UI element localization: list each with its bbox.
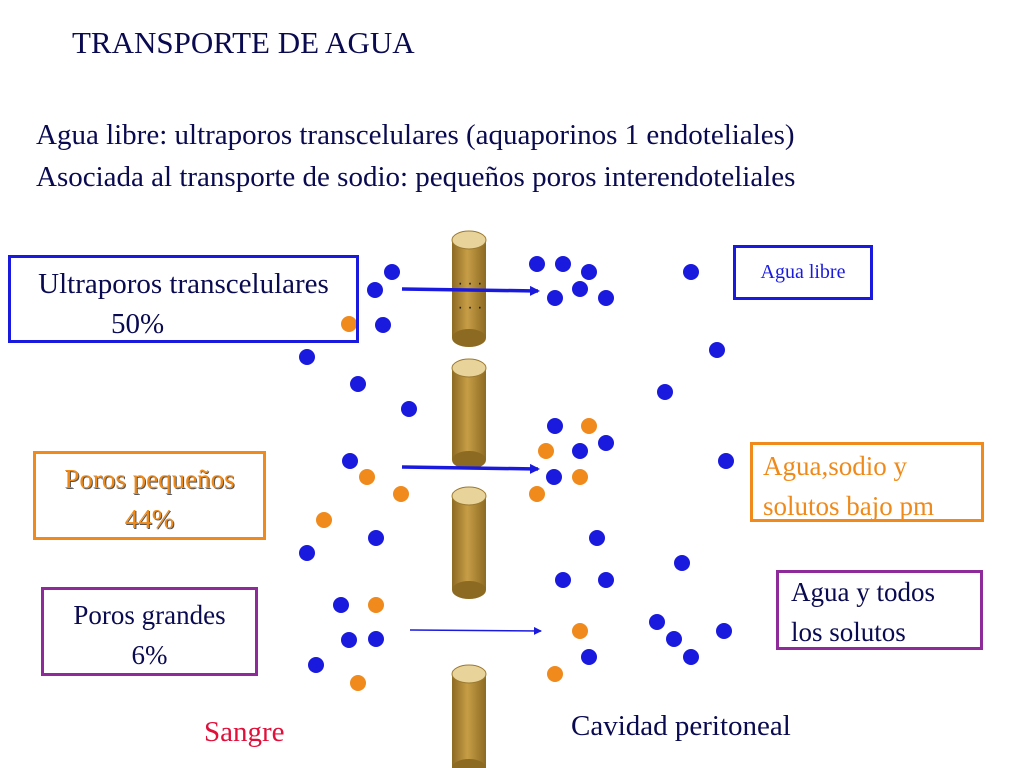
all-solutes-line-2: los solutos [791, 617, 906, 647]
water-molecule [555, 572, 571, 588]
solute-particle [581, 418, 597, 434]
solute-particle [368, 597, 384, 613]
solute-particle [341, 316, 357, 332]
membrane-cylinder [451, 664, 487, 768]
water-molecule [555, 256, 571, 272]
water-molecule [529, 256, 545, 272]
free-water-label: Agua libre [760, 261, 846, 283]
peritoneal-cavity-label: Cavidad peritoneal [571, 710, 791, 742]
solute-particle [529, 486, 545, 502]
all-solutes-line-1: Agua y todos [791, 577, 935, 607]
water-molecule [572, 443, 588, 459]
water-molecule [368, 631, 384, 647]
membrane-cylinder [451, 358, 487, 469]
small-pore-box: Poros pequeños 44% [33, 451, 266, 540]
water-molecule [308, 657, 324, 673]
water-molecule [367, 282, 383, 298]
water-molecule [546, 469, 562, 485]
water-molecule [384, 264, 400, 280]
page-title: TRANSPORTE DE AGUA [72, 25, 415, 60]
solute-particle [572, 623, 588, 639]
water-molecule [299, 349, 315, 365]
water-molecule [683, 649, 699, 665]
blood-label: Sangre [204, 716, 285, 748]
water-molecule [589, 530, 605, 546]
large-pore-label: Poros grandes [73, 600, 226, 630]
sodium-solutes-line-2: solutos bajo pm [763, 491, 935, 521]
water-molecule [547, 290, 563, 306]
water-molecule [598, 435, 614, 451]
small-flow-arrow [401, 463, 540, 474]
solute-particle [316, 512, 332, 528]
water-molecule [657, 384, 673, 400]
large-pore-box: Poros grandes 6% [41, 587, 258, 676]
sodium-solutes-box: Agua,sodio y solutos bajo pm [750, 442, 984, 522]
particles [299, 256, 734, 691]
all-solutes-box: Agua y todos los solutos [776, 570, 983, 650]
water-molecule [709, 342, 725, 358]
water-molecule [649, 614, 665, 630]
solute-particle [572, 469, 588, 485]
ultrapore-label: Ultraporos transcelulares [38, 268, 329, 300]
solute-particle [538, 443, 554, 459]
aquaporin-marks: · · · · · · [458, 275, 483, 316]
large-flow-arrow [409, 626, 542, 635]
water-molecule [547, 418, 563, 434]
membrane-cylinders [451, 230, 487, 768]
solute-particle [547, 666, 563, 682]
description-line-1: Agua libre: ultraporos transcelulares (a… [36, 119, 795, 151]
water-molecule [401, 401, 417, 417]
water-molecule [718, 453, 734, 469]
water-molecule [581, 649, 597, 665]
svg-text:· · ·: · · · [458, 299, 483, 316]
water-molecule [342, 453, 358, 469]
solute-particle [350, 675, 366, 691]
water-molecule [341, 632, 357, 648]
water-molecule [350, 376, 366, 392]
water-molecule [716, 623, 732, 639]
water-molecule [581, 264, 597, 280]
large-pore-percent: 6% [131, 640, 168, 670]
ultra-flow-arrow [401, 285, 540, 296]
ultrapore-box: Ultraporos transcelulares 50% [8, 255, 359, 343]
description-line-2: Asociada al transporte de sodio: pequeño… [36, 161, 796, 193]
water-molecule [598, 572, 614, 588]
water-molecule [299, 545, 315, 561]
water-molecule [683, 264, 699, 280]
water-molecule [375, 317, 391, 333]
water-molecule [674, 555, 690, 571]
svg-text:· · ·: · · · [458, 275, 483, 292]
solute-particle [393, 486, 409, 502]
ultrapore-percent: 50% [111, 308, 165, 340]
free-water-box: Agua libre [733, 245, 873, 300]
water-molecule [598, 290, 614, 306]
water-molecule [572, 281, 588, 297]
solute-particle [359, 469, 375, 485]
sodium-solutes-line-1: Agua,sodio y [763, 451, 907, 481]
membrane-cylinder [451, 486, 487, 599]
water-molecule [333, 597, 349, 613]
water-molecule [368, 530, 384, 546]
small-pore-percent: 44% [124, 504, 175, 534]
small-pore-label: Poros pequeños [64, 464, 235, 494]
water-molecule [666, 631, 682, 647]
